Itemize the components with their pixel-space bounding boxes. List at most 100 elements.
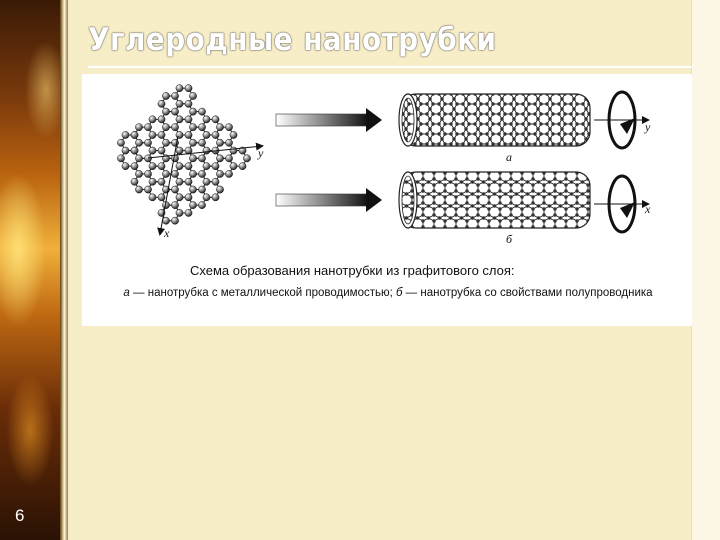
sheet-atom	[184, 84, 193, 93]
sheet-atom	[189, 107, 197, 116]
sheet-atom	[135, 154, 143, 163]
nanotube-figure: y x y x а б Схема образования нанотрубки…	[82, 74, 692, 326]
caption-a-letter: а	[123, 287, 130, 299]
nanotube-b	[398, 171, 591, 229]
sheet-atom	[135, 123, 143, 132]
sheet-atom	[148, 162, 157, 170]
sheet-atom	[225, 170, 233, 178]
sheet-atom	[175, 84, 184, 93]
sheet-atom	[229, 131, 238, 139]
caption-b-text: — нанотрубка со свойствами полупроводник…	[402, 287, 653, 299]
sheet-atom	[189, 92, 197, 100]
sheet-atom	[189, 185, 197, 194]
sheet-atom	[121, 162, 130, 170]
sheet-atom	[148, 146, 157, 155]
sheet-atom	[175, 209, 184, 217]
sheet-atom	[184, 177, 193, 186]
caption-a-text: — нанотрубка с металлической проводимост…	[129, 287, 396, 299]
sheet-atom	[202, 162, 211, 170]
sheet-atom	[184, 209, 193, 217]
figure-caption-title: Схема образования нанотрубки из графитов…	[190, 263, 515, 278]
sheet-atom	[202, 193, 211, 202]
sheet-atom	[211, 193, 220, 202]
decorative-left-band	[0, 0, 60, 540]
sheet-atom	[216, 185, 224, 194]
sheet-atom	[117, 138, 125, 147]
sheet-atom	[202, 115, 211, 124]
sheet-atom	[162, 138, 170, 147]
sheet-atom	[148, 177, 157, 186]
sheet-atom	[171, 107, 179, 116]
sheet-atom	[144, 185, 152, 194]
arrow-b	[275, 193, 369, 207]
sheet-atom	[144, 138, 152, 147]
sheet-atom	[216, 154, 224, 163]
sheet-atom	[175, 131, 184, 139]
sheet-atom	[189, 170, 197, 178]
sheet-atom	[243, 154, 251, 163]
sheet-atom	[171, 123, 179, 132]
decorative-right-band	[691, 0, 720, 540]
sheet-atom	[162, 216, 170, 225]
rotation-icon-b	[594, 174, 650, 234]
sheet-atom	[229, 162, 238, 170]
sheet-atom	[148, 131, 157, 139]
tube-b-label: б	[506, 232, 513, 246]
sheet-atom	[184, 193, 193, 202]
sheet-atom	[225, 138, 233, 147]
sheet-atom	[184, 115, 193, 124]
slide-title: Углеродные нанотрубки	[88, 22, 497, 58]
tube-b-x-axis-label: x	[645, 202, 651, 216]
sheet-atom	[202, 146, 211, 155]
sheet-atom	[225, 123, 233, 132]
figure-caption-body: а — нанотрубка с металлической проводимо…	[92, 286, 684, 301]
sheet-x-axis-label: x	[164, 226, 170, 240]
sheet-atom	[189, 138, 197, 147]
nanotube-a	[398, 93, 591, 147]
title-underline	[88, 66, 692, 68]
sheet-atom	[130, 162, 139, 170]
sheet-atom	[130, 177, 139, 186]
sheet-y-axis-label: y	[258, 146, 264, 160]
sheet-atom	[162, 170, 170, 178]
sheet-atom	[225, 154, 233, 163]
sheet-atom	[198, 170, 206, 178]
sheet-atom	[171, 92, 179, 100]
sheet-atom	[198, 154, 206, 163]
sheet-atom	[157, 177, 166, 186]
sheet-atom	[211, 177, 220, 186]
caption-b-letter: б	[396, 287, 403, 299]
sheet-atom	[238, 162, 247, 170]
sheet-atom	[189, 123, 197, 132]
sheet-atom	[198, 201, 206, 209]
sheet-atom	[157, 146, 166, 155]
sheet-atom	[130, 146, 139, 155]
sheet-atom	[211, 115, 220, 124]
sheet-atom	[157, 115, 166, 124]
sheet-atom	[175, 115, 184, 124]
sheet-atom	[162, 92, 170, 100]
sheet-atom	[171, 216, 179, 225]
rotation-icon-a	[594, 90, 650, 150]
sheet-atom	[184, 99, 193, 108]
sheet-atom	[184, 131, 193, 139]
sheet-atom	[175, 146, 184, 155]
nanotube-diagram	[117, 84, 650, 236]
sheet-atom	[189, 154, 197, 163]
sheet-atom	[198, 138, 206, 147]
sheet-atom	[175, 99, 184, 108]
sheet-atom	[121, 146, 130, 155]
sheet-atom	[144, 170, 152, 178]
sheet-atom	[202, 131, 211, 139]
sheet-atom	[135, 185, 143, 194]
arrow-a	[275, 113, 369, 127]
decorative-divider	[60, 0, 68, 540]
sheet-atom	[144, 123, 152, 132]
sheet-atom	[157, 162, 166, 170]
sheet-y-axis	[147, 142, 264, 159]
sheet-atom	[202, 177, 211, 186]
sheet-atom	[229, 146, 238, 155]
sheet-atom	[148, 115, 157, 124]
sheet-atom	[175, 162, 184, 170]
sheet-atom	[162, 107, 170, 116]
